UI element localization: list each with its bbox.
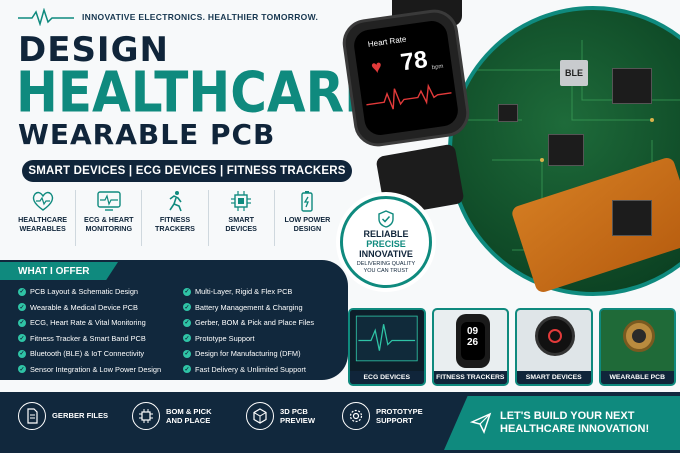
gear-icon	[342, 402, 370, 430]
fitness-time: 09 26	[460, 322, 485, 360]
deliverable-3d: 3D PCB PREVIEW	[246, 402, 315, 430]
feature-label: LOW POWER DESIGN	[284, 215, 331, 233]
ble-module: BLE	[560, 60, 588, 86]
thumbnail-row: ECG DEVICES 09 26 FITNESS TRACKERS SMART…	[348, 308, 676, 386]
thumbnail-caption: SMART DEVICES	[517, 371, 591, 384]
cta-text: LET'S BUILD YOUR NEXT HEALTHCARE INNOVAT…	[500, 409, 650, 435]
check-icon: ✓	[18, 287, 26, 296]
headline-line-2: HEALTHCARE	[16, 60, 379, 125]
check-icon: ✓	[18, 349, 26, 358]
chip-1	[612, 68, 652, 104]
ecg-monitor-icon	[97, 191, 121, 211]
list-item: ✓Fitness Tracker & Smart Band PCB	[18, 333, 146, 343]
battery-icon	[301, 191, 314, 212]
list-item: ✓Prototype Support	[183, 333, 255, 343]
thumbnail-fitness: 09 26 FITNESS TRACKERS	[431, 308, 509, 386]
smartwatch: Heart Rate ♥ 78 bpm	[339, 6, 473, 150]
offer-column-2: ✓Multi-Layer, Rigid & Flex PCB ✓Battery …	[183, 284, 338, 377]
list-item: ✓PCB Layout & Schematic Design	[18, 287, 139, 297]
thumbnail-caption: WEARABLE PCB	[600, 371, 674, 384]
deliverable-prototype: PROTOTYPE SUPPORT	[342, 402, 423, 430]
watch-screen: Heart Rate ♥ 78 bpm	[352, 18, 460, 138]
chip-4	[612, 200, 652, 236]
quality-badge: RELIABLE PRECISE INNOVATIVE DELIVERING Q…	[340, 196, 432, 288]
offer-title: WHAT I OFFER	[0, 262, 118, 280]
badge-innovative: INNOVATIVE	[359, 248, 413, 259]
feature-fitness: FITNESS TRACKERS	[142, 190, 209, 246]
shield-check-icon	[378, 210, 394, 228]
list-item: ✓Multi-Layer, Rigid & Flex PCB	[183, 287, 293, 297]
check-icon: ✓	[18, 334, 26, 343]
chip-2	[548, 134, 584, 166]
feature-ecg-heart: ECG & HEART MONITORING	[76, 190, 143, 246]
list-item: ✓Battery Management & Charging	[183, 302, 303, 312]
list-item: ✓Bluetooth (BLE) & IoT Connectivity	[18, 349, 145, 359]
list-item: ✓Wearable & Medical Device PCB	[18, 302, 138, 312]
paper-plane-icon	[470, 412, 492, 434]
feature-smart-devices: SMART DEVICES	[209, 190, 275, 246]
offer-panel	[0, 260, 348, 380]
deliverable-label: GERBER FILES	[52, 411, 109, 421]
badge-precise: PRECISE	[366, 238, 406, 249]
feature-label: ECG & HEART MONITORING	[84, 215, 134, 233]
offer-list: ✓PCB Layout & Schematic Design ✓Wearable…	[18, 284, 338, 377]
list-item: ✓ECG, Heart Rate & Vital Monitoring	[18, 318, 146, 328]
deliverable-bom: BOM & PICK AND PLACE	[132, 402, 212, 430]
deliverable-label: PROTOTYPE SUPPORT	[376, 406, 423, 425]
runner-icon	[169, 191, 182, 212]
thumbnail-smart: SMART DEVICES	[515, 308, 593, 386]
heart-pulse-icon	[32, 191, 53, 211]
check-icon: ✓	[18, 318, 26, 327]
list-item: ✓Design for Manufacturing (DFM)	[183, 349, 301, 359]
document-icon	[18, 402, 46, 430]
thumbnail-ecg: ECG DEVICES	[348, 308, 426, 386]
badge-reliable: RELIABLE	[363, 228, 409, 239]
check-icon: ✓	[18, 365, 26, 374]
check-icon: ✓	[183, 365, 191, 374]
headline-line-3: WEARABLE PCB	[18, 118, 276, 151]
headline-line-1: DESIGN	[18, 30, 169, 70]
heart-rate-value: 78	[398, 45, 430, 77]
tagline-text: INNOVATIVE ELECTRONICS. HEALTHIER TOMORR…	[82, 12, 319, 22]
check-icon: ✓	[18, 303, 26, 312]
list-item: ✓Gerber, BOM & Pick and Place Files	[183, 318, 315, 328]
heart-rate-title: Heart Rate	[367, 34, 407, 49]
thumbnail-pcb: WEARABLE PCB	[598, 308, 676, 386]
chip-icon	[231, 191, 252, 211]
deliverable-gerber: GERBER FILES	[18, 402, 108, 430]
deliverable-label: 3D PCB PREVIEW	[280, 406, 316, 425]
thumbnail-caption: ECG DEVICES	[350, 371, 424, 384]
thumbnail-caption: FITNESS TRACKERS	[433, 371, 507, 384]
check-icon: ✓	[183, 318, 191, 327]
check-icon: ✓	[183, 287, 191, 296]
check-icon: ✓	[183, 349, 191, 358]
feature-healthcare-wearables: HEALTHCARE WEARABLES	[10, 190, 77, 246]
heart-icon: ♥	[369, 56, 384, 78]
chip-3	[498, 104, 518, 122]
feature-label: HEALTHCARE WEARABLES	[18, 215, 68, 233]
list-item: ✓Sensor Integration & Low Power Design	[18, 364, 162, 374]
ecg-screen-icon	[355, 315, 418, 362]
badge-subtitle: DELIVERING QUALITY YOU CAN TRUST	[356, 260, 416, 274]
check-icon: ✓	[183, 334, 191, 343]
feature-row: HEALTHCARE WEARABLES ECG & HEART MONITOR…	[10, 190, 340, 246]
tagline: INNOVATIVE ELECTRONICS. HEALTHIER TOMORR…	[18, 8, 318, 26]
list-item: ✓Fast Delivery & Unlimited Support	[183, 364, 306, 374]
categories-pill: SMART DEVICES | ECG DEVICES | FITNESS TR…	[22, 160, 352, 182]
check-icon: ✓	[183, 303, 191, 312]
cube-icon	[246, 402, 274, 430]
offer-column-1: ✓PCB Layout & Schematic Design ✓Wearable…	[18, 284, 173, 377]
feature-label: SMART DEVICES	[225, 215, 257, 233]
chip-icon	[132, 402, 160, 430]
deliverable-label: BOM & PICK AND PLACE	[166, 406, 212, 425]
ecg-wave-icon	[366, 83, 452, 110]
heartbeat-line-icon	[18, 8, 74, 26]
feature-label: FITNESS TRACKERS	[155, 215, 195, 233]
feature-low-power: LOW POWER DESIGN	[275, 190, 340, 246]
heart-rate-unit: bpm	[431, 63, 444, 72]
cta-banner[interactable]: LET'S BUILD YOUR NEXT HEALTHCARE INNOVAT…	[444, 396, 680, 450]
